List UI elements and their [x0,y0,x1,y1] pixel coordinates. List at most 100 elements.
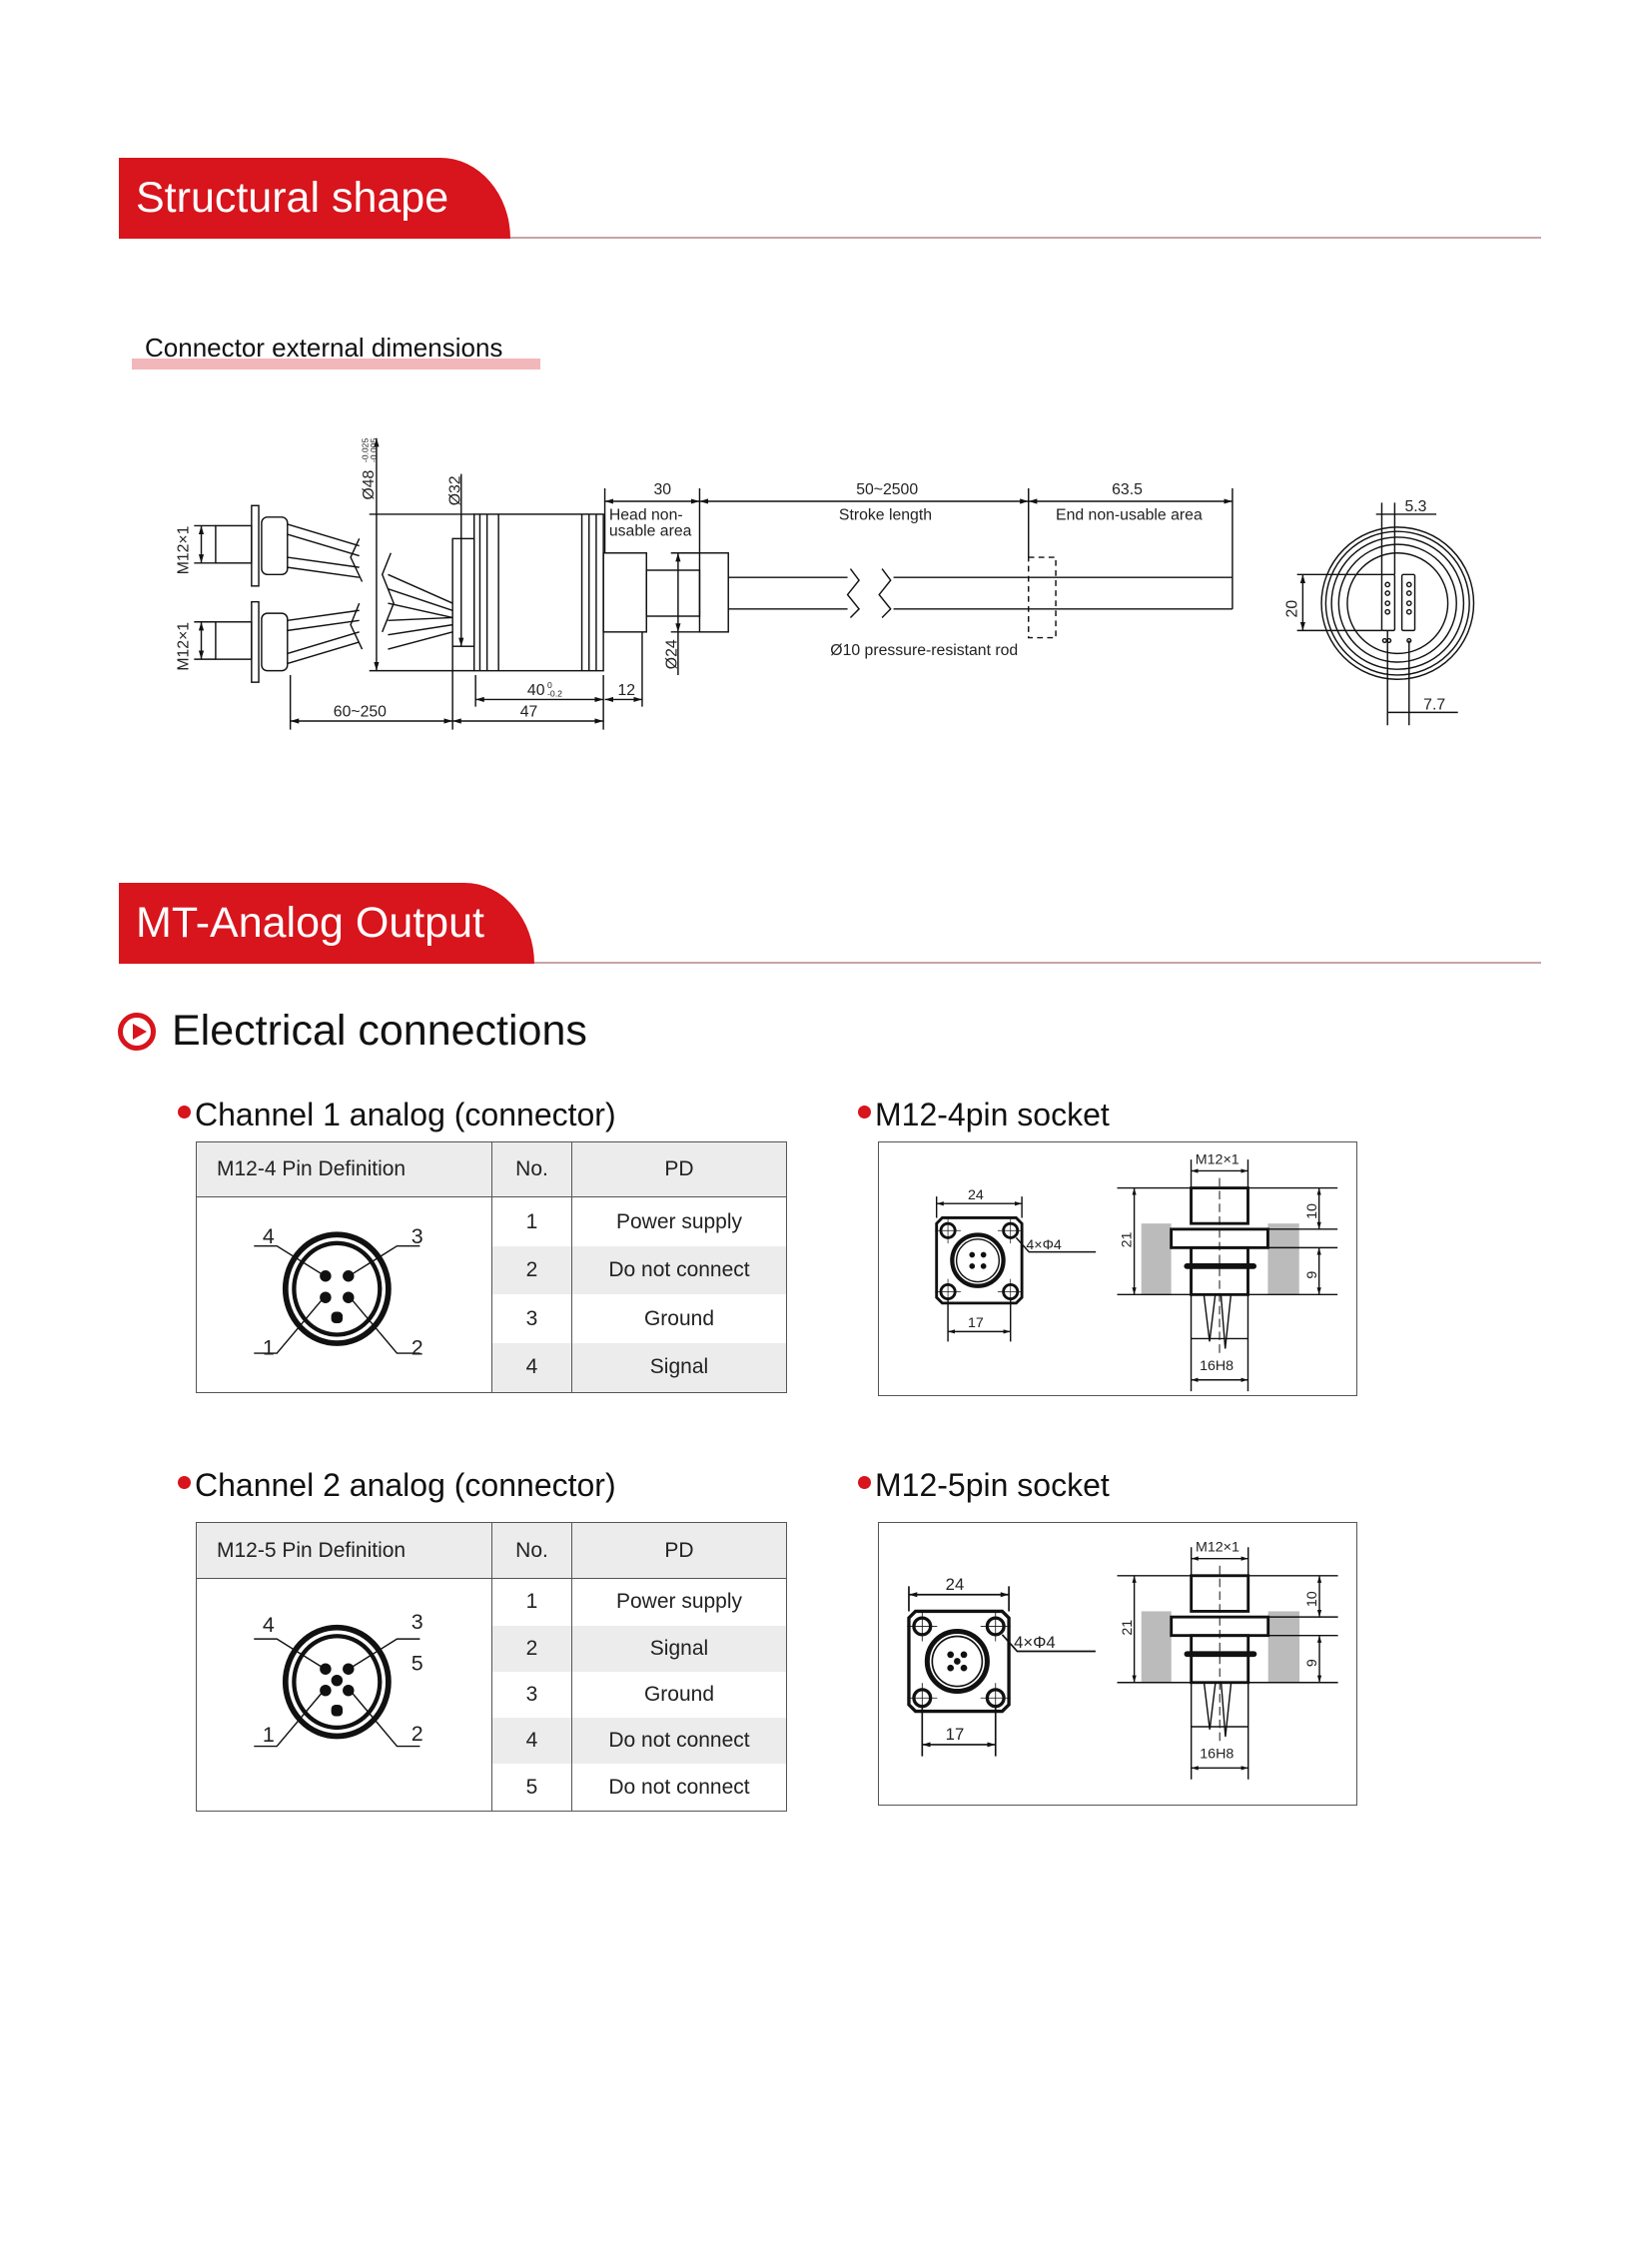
pin-number: 1 [491,1196,572,1246]
header-no: No. [491,1141,572,1197]
rod [728,576,1234,610]
socket5-title: M12-5pin socket [875,1467,1110,1503]
pin-label: 1 [263,1336,275,1360]
pin-label: 3 [412,1224,423,1248]
pin-function: Ground [571,1294,787,1343]
step-length: 12 [618,682,636,699]
pin-number: 1 [491,1578,572,1626]
end-width: 5.3 [1404,498,1426,515]
body-rear [451,537,475,647]
section-banner-mt-analog-output: MT-Analog Output [119,883,534,964]
pin-function: Power supply [571,1578,787,1626]
dia48-tol-upper: -0.025 [360,438,370,463]
stroke-length-value: 50~2500 [856,481,918,498]
channel1-heading: Channel 1 analog (connector) [178,1097,616,1133]
body-length: 40 [527,682,545,699]
connector-top [194,504,360,587]
pin-number: 3 [491,1671,572,1719]
play-circle-icon [118,1012,156,1051]
pin-label: 5 [412,1652,423,1676]
thread-label-top: M12×1 [176,525,193,574]
end-pitch: 7.7 [1423,696,1445,713]
bullet-icon [178,1106,191,1119]
divider [510,237,1541,239]
socket-dim-label: 9 [1304,1659,1320,1667]
stroke-length-label: Stroke length [839,507,932,524]
pin-number: 3 [491,1294,572,1343]
heading-text: Electrical connections [172,1007,587,1055]
socket-dim-label: 17 [968,1315,984,1331]
pin-diagram-cell: 4 3 5 1 2 [196,1577,492,1813]
socket5-heading: M12-5pin socket [858,1467,1110,1504]
dia24-label: Ø24 [663,639,680,669]
total-length: 47 [520,704,538,721]
socket-dim-label: 24 [968,1187,984,1203]
end-length-value: 63.5 [1112,481,1143,498]
subtitle-text: Connector external dimensions [145,333,503,363]
socket-dim-label: 10 [1304,1591,1320,1607]
pin-number: 4 [491,1718,572,1765]
sensor-body [472,513,604,672]
end-height: 20 [1284,600,1301,618]
socket-dim-label: 21 [1120,1620,1136,1636]
pin-function: Power supply [571,1196,787,1246]
socket-dim-label: 10 [1304,1203,1320,1219]
section-banner-structural-shape: Structural shape [119,158,510,239]
connector-bottom [194,600,360,683]
pin-number: 2 [491,1625,572,1672]
bullet-icon [858,1476,871,1489]
pin-function: Do not connect [571,1718,787,1765]
pin-function: Ground [571,1671,787,1719]
body-tol: 0 [547,680,552,690]
head-label-2: usable area [609,522,692,539]
header-pd: PD [571,1522,787,1579]
thread-label-bottom: M12×1 [176,622,193,671]
dia48-label: Ø48 [361,469,378,499]
socket-dim-label: 17 [946,1725,965,1744]
socket4-heading: M12-4pin socket [858,1097,1110,1133]
socket-dim-label: 21 [1120,1231,1136,1247]
bullet-icon [178,1476,191,1489]
head [602,552,647,633]
divider [534,962,1541,964]
dimension-drawing: M12×1 M12×1 Ø48 -0.025 -0.005 Ø32 Ø24 30… [176,438,1475,730]
head-length: 30 [653,481,671,498]
pin-function: Signal [571,1625,787,1672]
subtitle-connector-dimensions: Connector external dimensions [132,333,540,370]
pin-number: 2 [491,1246,572,1295]
pin-label: 4 [263,1613,275,1637]
pin-function: Do not connect [571,1246,787,1295]
header-pin-definition: M12-5 Pin Definition [196,1522,492,1579]
socket-dim-label: 4×Φ4 [1014,1633,1056,1652]
channel2-heading: Channel 2 analog (connector) [178,1467,616,1504]
pin-function: Signal [571,1342,787,1394]
channel2-title: Channel 2 analog (connector) [195,1467,616,1503]
pin-label: 3 [412,1610,423,1634]
pin-label: 1 [263,1723,275,1747]
header-pd: PD [571,1141,787,1197]
pin-function: Do not connect [571,1764,787,1813]
header-no: No. [491,1522,572,1579]
pin-label: 2 [412,1722,423,1746]
header-pin-definition: M12-4 Pin Definition [196,1141,492,1197]
dia48-tol-lower: -0.005 [369,438,379,463]
rod-flange [698,552,729,633]
dia32-label: Ø32 [446,475,463,505]
socket-dim-label: 9 [1304,1271,1320,1279]
